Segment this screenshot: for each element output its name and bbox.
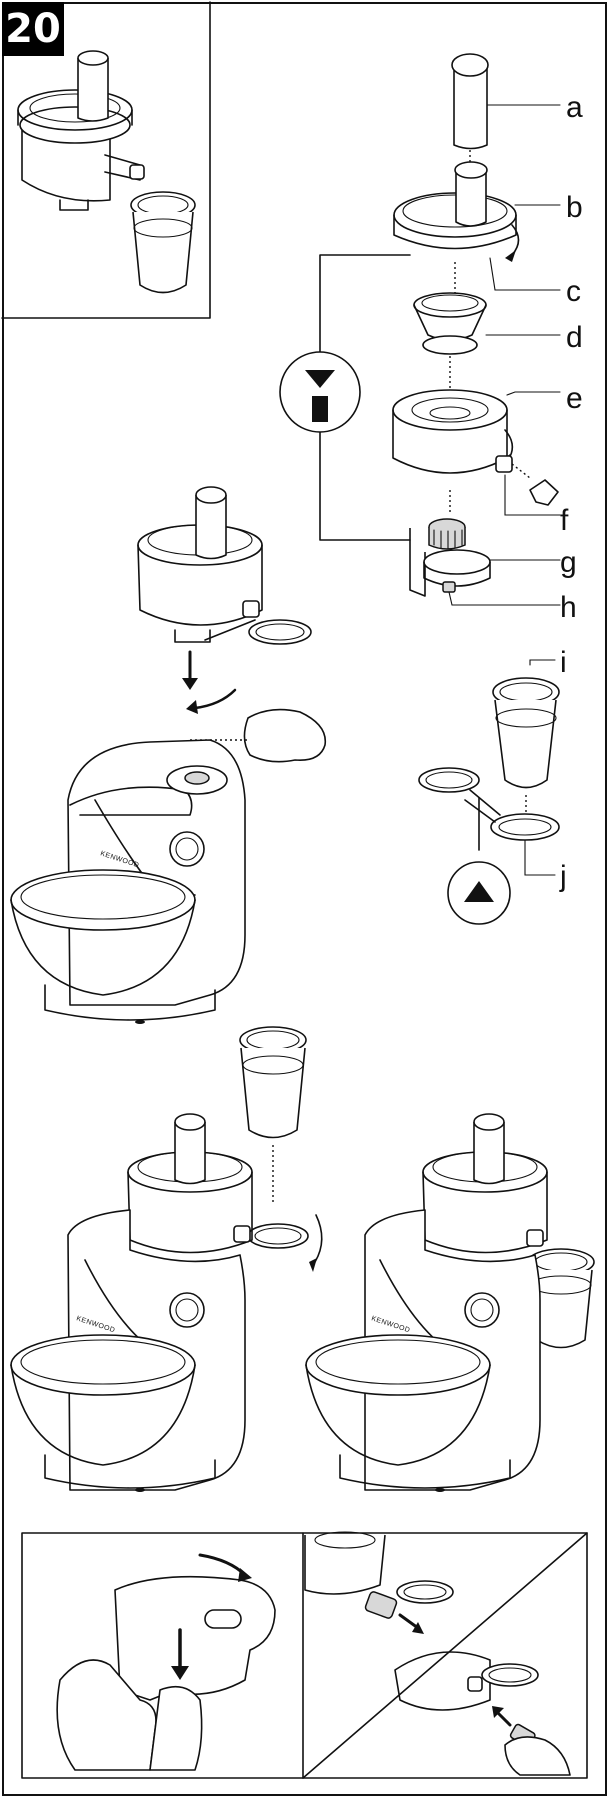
lock-symbol-icon — [279, 254, 411, 541]
stand-mixer-outlet: KENWOOD — [10, 739, 246, 1024]
step-number-badge: 20 — [2, 2, 64, 56]
label-g: g — [560, 546, 577, 579]
mixer-attach-jug: KENWOOD — [10, 1026, 323, 1492]
part-labels: a b c d e f g h i j — [559, 91, 583, 893]
exploded-view — [392, 53, 559, 597]
label-i: i — [560, 646, 567, 679]
label-h: h — [560, 591, 577, 624]
inset-assembled-juicer — [1, 1, 211, 319]
unlock-symbol-icon — [447, 861, 511, 925]
label-d: d — [566, 321, 583, 354]
disassembly-panels — [21, 1531, 588, 1779]
label-a: a — [566, 91, 583, 124]
label-j: j — [559, 860, 567, 893]
attach-juicer-step — [137, 486, 327, 770]
label-f: f — [560, 504, 569, 537]
label-b: b — [566, 191, 583, 224]
jug-exploded — [418, 677, 560, 851]
label-c: c — [566, 275, 581, 308]
label-e: e — [566, 382, 583, 415]
mixer-assembled: KENWOOD — [305, 1113, 595, 1492]
leader-lines — [448, 104, 561, 876]
